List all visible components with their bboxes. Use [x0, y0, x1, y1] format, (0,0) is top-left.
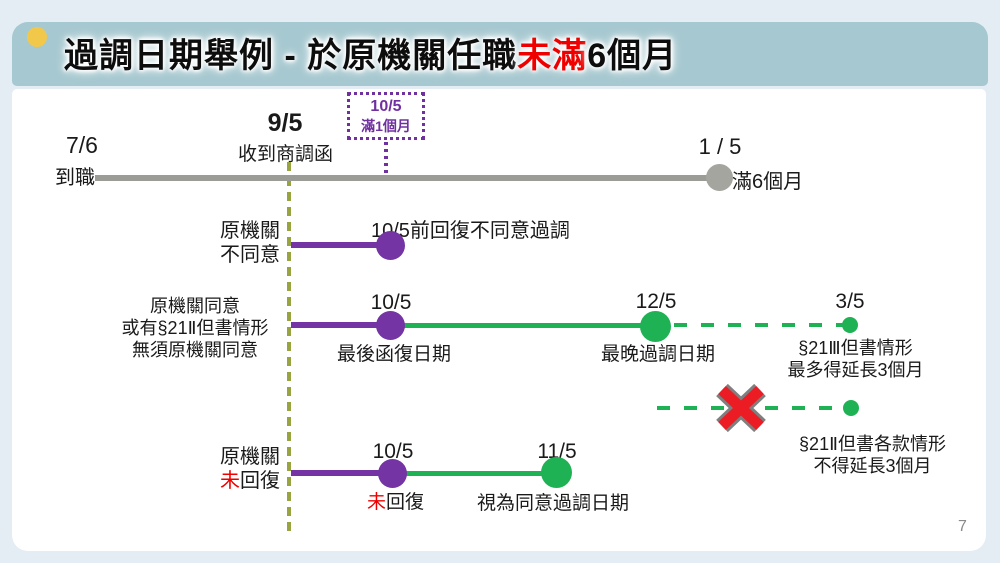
- receive-divider-line: [287, 162, 291, 531]
- extension-dot: [842, 317, 858, 333]
- extension-label-line2: 最多得延長3個月: [787, 360, 924, 380]
- agree-transfer-date: 12/5: [635, 290, 677, 313]
- forbidden-x-icon: [716, 383, 766, 433]
- row-noreply-label-line2: 未回復: [200, 469, 300, 493]
- agree-transfer-marker: [640, 311, 671, 342]
- row-agree-label: 原機關同意 或有§21Ⅱ但書情形 無須原機關同意: [95, 295, 295, 361]
- noreply-sub-rest: 回復: [386, 492, 425, 513]
- forbidden-label-line1: §21Ⅱ但書各款情形: [799, 434, 946, 454]
- row-disagree-label-line2: 不同意: [220, 244, 280, 266]
- row-noreply-label-line1: 原機關: [220, 446, 280, 468]
- row-agree-label-line2: 或有§21Ⅱ但書情形: [121, 318, 269, 338]
- noreply-purple-line: [291, 470, 391, 476]
- agree-reply-date: 10/5: [370, 291, 412, 314]
- deemed-date: 11/5: [537, 440, 577, 463]
- six-month-marker: [706, 164, 733, 191]
- noreply-marker: [378, 459, 407, 488]
- six-month-label: 滿6個月: [732, 171, 804, 193]
- agree-purple-line: [291, 322, 386, 328]
- start-label: 到職: [55, 167, 95, 189]
- callout-connector-line: [384, 142, 388, 176]
- extension-date: 3/5: [835, 290, 865, 313]
- receive-date: 9/5: [267, 109, 303, 137]
- page-number: 7: [958, 518, 967, 535]
- disagree-annotation: 10/5前回復不同意過調: [371, 220, 570, 242]
- row-noreply-label: 原機關 未回復: [200, 445, 300, 493]
- noreply-date: 10/5: [372, 440, 414, 463]
- agree-transfer-label: 最晚過調日期: [601, 344, 716, 365]
- row-agree-label-line1: 原機關同意: [150, 296, 240, 316]
- start-date: 7/6: [66, 132, 98, 158]
- six-month-date: 1 / 5: [698, 134, 742, 159]
- extension-label: §21Ⅲ但書情形 最多得延長3個月: [763, 337, 948, 381]
- forbidden-dot: [843, 400, 859, 416]
- slide-header: [12, 22, 988, 86]
- one-month-date: 10/5: [370, 98, 402, 115]
- row-disagree-label: 原機關 不同意: [200, 219, 300, 267]
- noreply-sub-label: 未回復: [367, 487, 424, 514]
- row-disagree-label-line1: 原機關: [220, 220, 280, 242]
- extension-label-line1: §21Ⅲ但書情形: [798, 338, 913, 358]
- slide-title: 過調日期舉例 - 於原機關任職未滿6個月: [64, 28, 677, 77]
- noreply-green-line: [400, 471, 550, 476]
- agree-reply-marker: [376, 311, 405, 340]
- deemed-label: 視為同意過調日期: [477, 493, 630, 514]
- disagree-marker: [376, 231, 405, 260]
- one-month-callout: 10/5 滿1個月: [347, 92, 425, 140]
- title-highlight: 未滿: [517, 37, 588, 75]
- title-prefix: 過調日期舉例 - 於原機關任職: [64, 37, 518, 75]
- deemed-marker: [541, 457, 572, 488]
- receive-label: 收到商調函: [238, 144, 334, 165]
- disagree-line: [291, 242, 386, 248]
- row-agree-label-line3: 無須原機關同意: [132, 340, 258, 360]
- noreply-sub-red: 未: [367, 492, 387, 513]
- extension-dashed-line: [674, 323, 846, 327]
- noreply-label-rest: 回復: [240, 470, 280, 492]
- forbidden-label: §21Ⅱ但書各款情形 不得延長3個月: [770, 433, 975, 477]
- agree-green-line: [400, 323, 650, 328]
- noreply-label-red: 未: [220, 470, 240, 492]
- yellow-bullet-icon: [27, 27, 47, 47]
- title-suffix: 6個月: [587, 37, 678, 75]
- one-month-label: 滿1個月: [361, 118, 411, 134]
- agree-reply-label: 最後函復日期: [337, 344, 452, 365]
- main-timeline-line: [95, 175, 720, 181]
- forbidden-label-line2: 不得延長3個月: [813, 456, 932, 476]
